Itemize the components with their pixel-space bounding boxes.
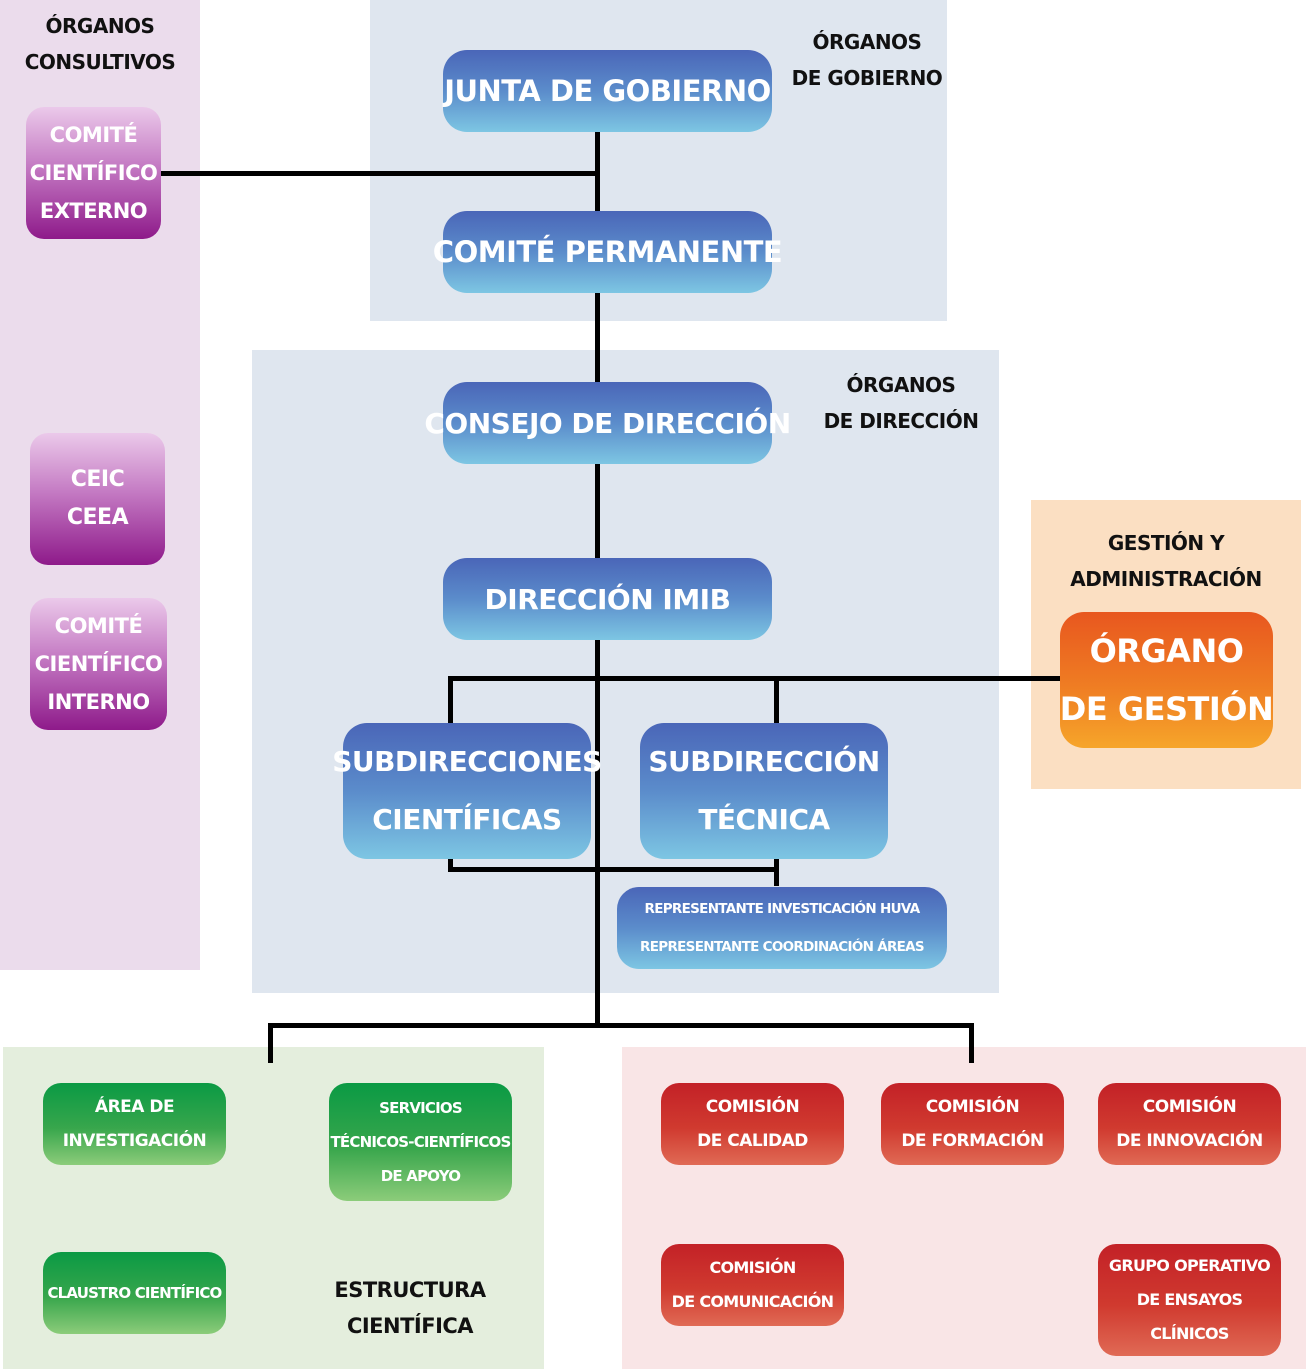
claustro-cientifico-box[interactable]: CLAUSTRO CIENTÍFICO <box>43 1252 226 1334</box>
connector-bottom-right <box>969 1023 974 1063</box>
connector-bottom-horizontal <box>268 1023 974 1028</box>
connector-bottom-left <box>268 1023 273 1063</box>
connector-externo <box>160 171 600 176</box>
connector-gestion-horizontal <box>448 676 1060 681</box>
junta-de-gobierno-box[interactable]: JUNTA DE GOBIERNO <box>443 50 772 132</box>
comite-permanente-box[interactable]: COMITÉ PERMANENTE <box>433 211 783 293</box>
consejo-de-direccion-box[interactable]: CONSEJO DE DIRECCIÓN <box>424 382 791 464</box>
connector-subdirecciones-bottom <box>448 867 779 872</box>
direccion-imib-box[interactable]: DIRECCIÓN IMIB <box>443 558 772 640</box>
